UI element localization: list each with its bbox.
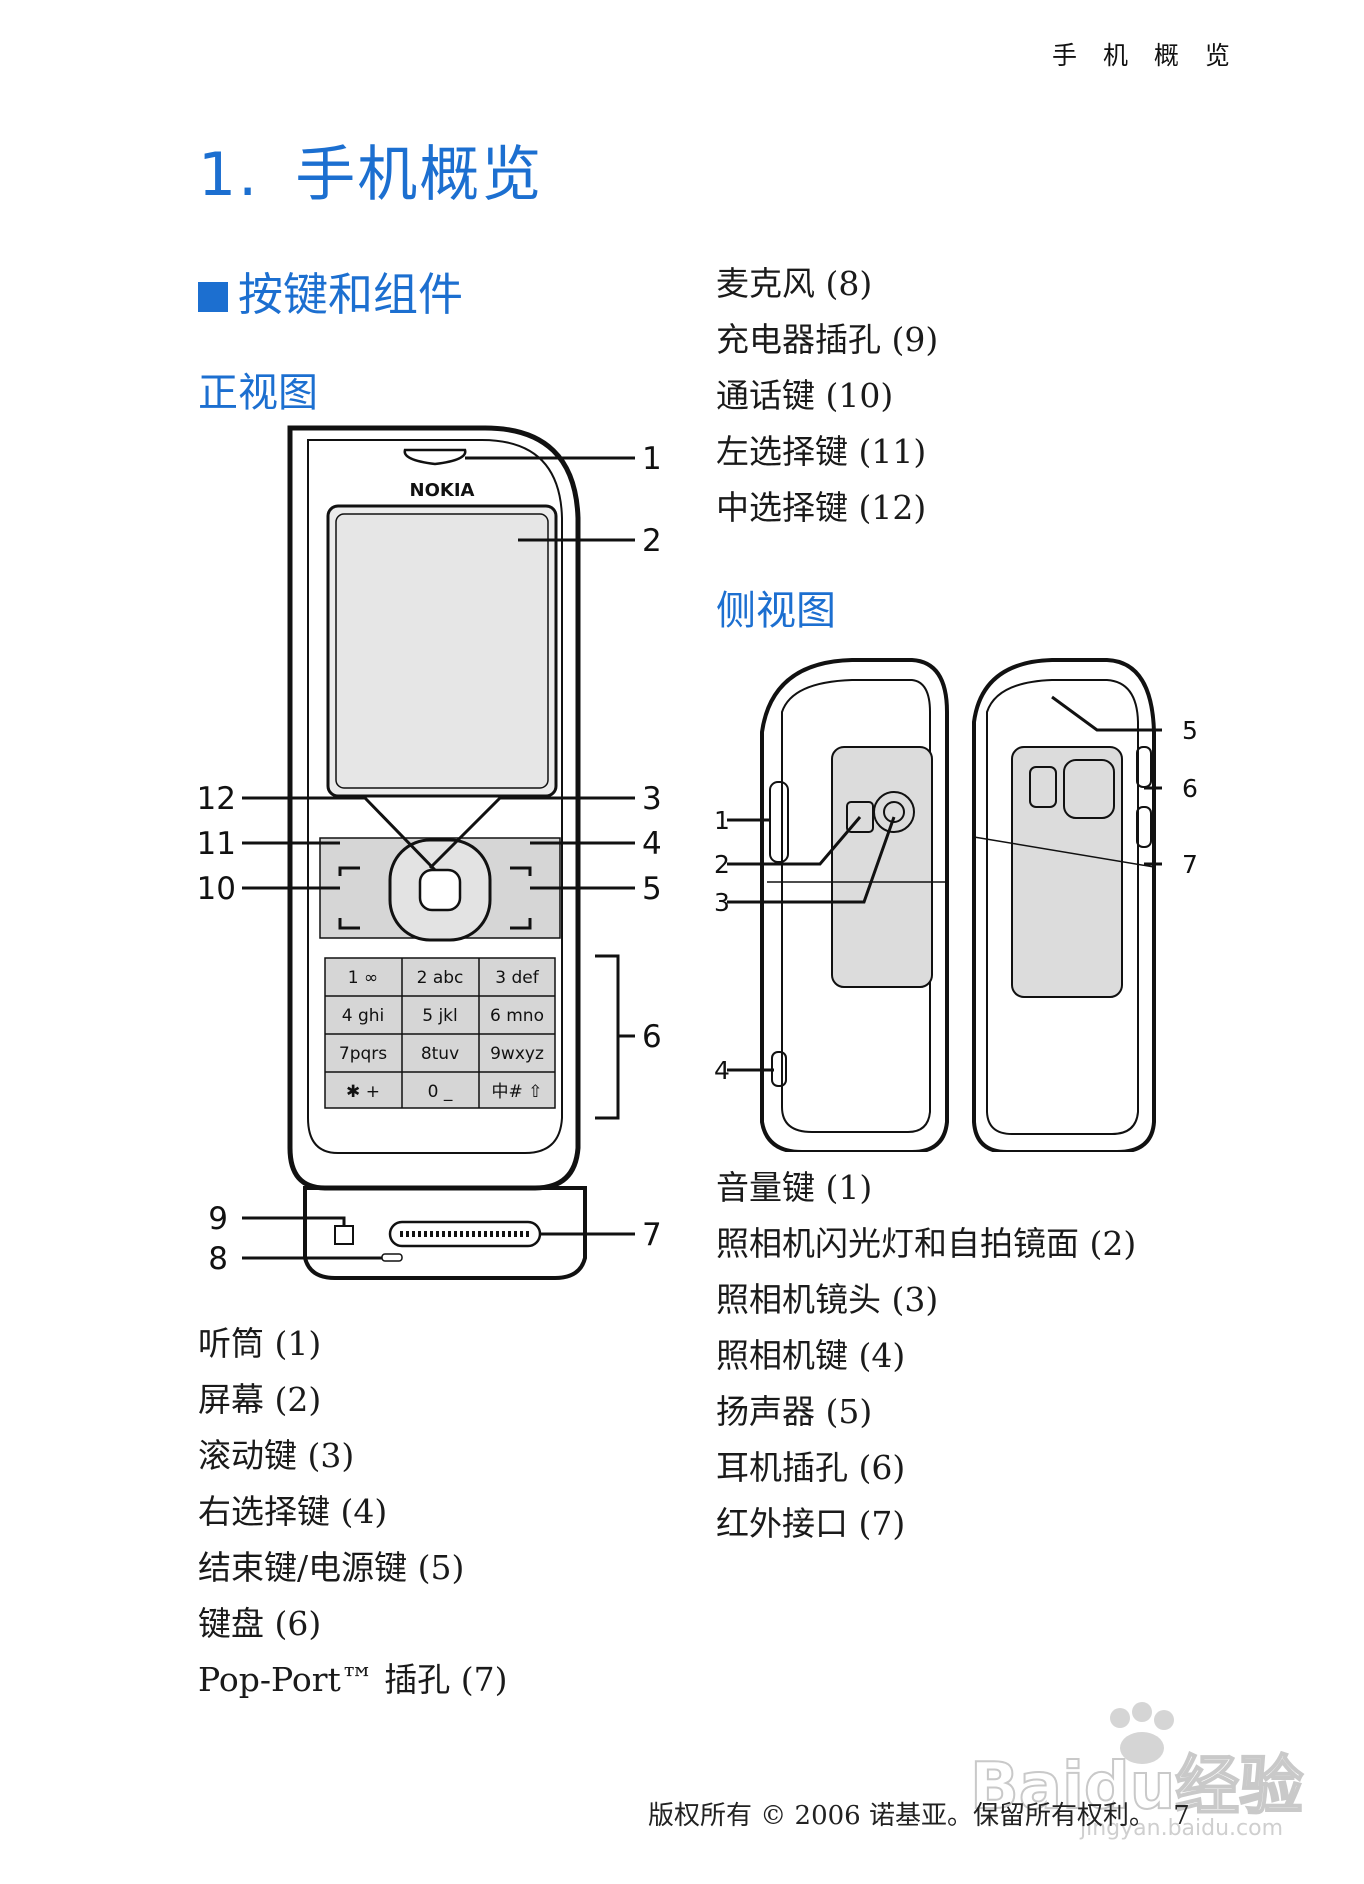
list-item: 右选择键 (4): [198, 1484, 508, 1540]
list-item: 照相机镜头 (3): [716, 1272, 1136, 1328]
key-7: 7pqrs: [339, 1044, 387, 1064]
front-view-figure: NOKIA 1 ∞ 2 abc 3 def 4 ghi 5 jkl 6 mno …: [200, 418, 680, 1318]
key-star: ✱ +: [346, 1082, 380, 1102]
list-item: 耳机插孔 (6): [716, 1440, 1136, 1496]
side-legend: 音量键 (1) 照相机闪光灯和自拍镜面 (2) 照相机镜头 (3) 照相机键 (…: [716, 1160, 1136, 1552]
side-callout-2: 2: [714, 850, 730, 879]
page-footer: 版权所有 © 2006 诺基亚。保留所有权利。 7: [648, 1795, 1190, 1832]
side-callout-6: 6: [1182, 774, 1198, 803]
section-title-text: 按键和组件: [238, 268, 463, 321]
key-3: 3 def: [495, 968, 539, 988]
callout-7: 7: [642, 1217, 662, 1253]
key-9: 9wxyz: [490, 1044, 544, 1064]
key-hash: 中# ⇧: [492, 1082, 543, 1102]
side-callout-7: 7: [1182, 850, 1198, 879]
side-callout-1: 1: [714, 806, 730, 835]
side-view-figure: 1 2 3 4 5 6 7: [712, 652, 1212, 1152]
key-0: 0 _: [428, 1082, 453, 1102]
list-item: 滚动键 (3): [198, 1428, 508, 1484]
list-item: 通话键 (10): [716, 368, 938, 424]
keypad: 1 ∞ 2 abc 3 def 4 ghi 5 jkl 6 mno 7pqrs …: [325, 958, 555, 1108]
list-item: 键盘 (6): [198, 1596, 508, 1652]
front-legend-continued: 麦克风 (8) 充电器插孔 (9) 通话键 (10) 左选择键 (11) 中选择…: [716, 256, 938, 536]
list-item: 照相机键 (4): [716, 1328, 1136, 1384]
list-item: 中选择键 (12): [716, 480, 938, 536]
front-legend: 听筒 (1) 屏幕 (2) 滚动键 (3) 右选择键 (4) 结束键/电源键 (…: [198, 1316, 508, 1708]
callout-12: 12: [200, 781, 236, 817]
page-number: 7: [1173, 1801, 1190, 1831]
key-4: 4 ghi: [342, 1006, 385, 1026]
key-5: 5 jkl: [422, 1006, 458, 1026]
chapter-title-text: 手机概览: [295, 140, 543, 210]
callout-9: 9: [208, 1201, 228, 1237]
key-1: 1 ∞: [348, 968, 378, 988]
key-8: 8tuv: [421, 1044, 459, 1064]
copyright-text: 版权所有 © 2006 诺基亚。保留所有权利。: [648, 1801, 1155, 1831]
chapter-number: 1.: [198, 140, 259, 210]
list-item: 结束键/电源键 (5): [198, 1540, 508, 1596]
callout-1: 1: [642, 441, 662, 477]
list-item: 红外接口 (7): [716, 1496, 1136, 1552]
callout-8: 8: [208, 1241, 228, 1277]
list-item: 屏幕 (2): [198, 1372, 508, 1428]
list-item: Pop-Port™ 插孔 (7): [198, 1652, 508, 1708]
running-header: 手 机 概 览: [1052, 36, 1239, 72]
callout-10: 10: [200, 871, 236, 907]
key-6: 6 mno: [490, 1006, 544, 1026]
list-item: 音量键 (1): [716, 1160, 1136, 1216]
list-item: 照相机闪光灯和自拍镜面 (2): [716, 1216, 1136, 1272]
side-callout-5: 5: [1182, 716, 1198, 745]
side-callout-4: 4: [714, 1056, 730, 1085]
chapter-title: 1. 手机概览: [198, 126, 543, 213]
front-view-title: 正视图: [198, 360, 318, 418]
callout-5: 5: [642, 871, 662, 907]
list-item: 麦克风 (8): [716, 256, 938, 312]
key-2: 2 abc: [417, 968, 464, 988]
callout-3: 3: [642, 781, 662, 817]
section-title: 按键和组件: [198, 258, 463, 323]
brand-label: NOKIA: [410, 480, 475, 501]
callout-11: 11: [200, 826, 236, 862]
callout-6: 6: [642, 1019, 662, 1055]
section-square-icon: [198, 282, 228, 312]
list-item: 左选择键 (11): [716, 424, 938, 480]
callout-4: 4: [642, 826, 662, 862]
side-callout-3: 3: [714, 888, 730, 917]
side-view-title: 侧视图: [716, 578, 836, 636]
list-item: 充电器插孔 (9): [716, 312, 938, 368]
callout-2: 2: [642, 523, 662, 559]
list-item: 听筒 (1): [198, 1316, 508, 1372]
list-item: 扬声器 (5): [716, 1384, 1136, 1440]
